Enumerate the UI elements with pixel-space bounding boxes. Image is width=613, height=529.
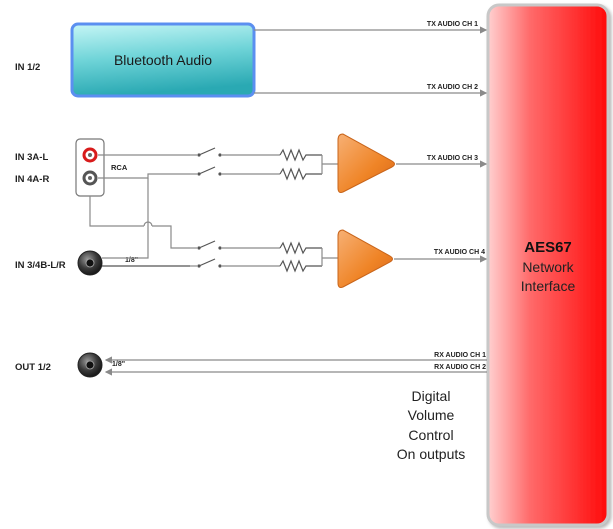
label-in-3a-l: IN 3A-L <box>15 152 48 163</box>
switch-icon <box>190 258 280 268</box>
tx-ch1-label: TX AUDIO CH 1 <box>427 21 478 28</box>
switch-icon <box>190 147 280 157</box>
wire-eighth-to-row2 <box>102 178 149 259</box>
tx-ch2-label: TX AUDIO CH 2 <box>427 84 478 91</box>
network-title: AES67 <box>524 239 572 256</box>
tx-ch4-label: TX AUDIO CH 4 <box>434 249 485 256</box>
resistor-icon <box>279 259 322 273</box>
amplifier-icon <box>337 229 393 288</box>
rca-red-jack-icon <box>82 147 98 163</box>
label-out-1-2: OUT 1/2 <box>15 362 51 373</box>
rca-jack-block <box>75 138 105 197</box>
switch-icon <box>190 166 280 176</box>
output-3.5mm-jack-icon <box>77 352 103 378</box>
wire-rca-to-row3-b <box>152 225 190 249</box>
resistor-icon <box>279 148 322 162</box>
rca-label: RCA <box>111 163 128 172</box>
bluetooth-label: Bluetooth Audio <box>114 52 212 68</box>
label-in-4a-r: IN 4A-R <box>15 174 49 185</box>
note-line4: On outputs <box>397 446 466 462</box>
note-line3: Control <box>408 427 453 443</box>
wire-4a-to-switch-row2 <box>98 173 190 179</box>
bluetooth-block: Bluetooth Audio <box>70 22 256 98</box>
tx-ch3-label: TX AUDIO CH 3 <box>427 155 478 162</box>
network-interface-block: AES67 Network Interface <box>486 3 610 527</box>
network-line3: Interface <box>521 278 576 294</box>
volume-control-note: Digital Volume Control On outputs <box>397 388 466 462</box>
resistor-icon <box>279 241 322 255</box>
label-in-1-2: IN 1/2 <box>15 62 40 73</box>
rca-white-jack-icon <box>82 170 98 186</box>
note-line1: Digital <box>412 388 451 404</box>
output-eighth-label: 1/8" <box>112 361 125 368</box>
input-3.5mm-jack-icon <box>77 250 103 276</box>
input-eighth-label: 1/8" <box>125 257 138 264</box>
note-line2: Volume <box>408 407 455 423</box>
label-in-3-4b: IN 3/4B-L/R <box>15 260 66 271</box>
wire-rca-to-row3 <box>89 196 144 227</box>
resistor-icon <box>279 167 322 181</box>
rx-ch2-label: RX AUDIO CH 2 <box>434 364 486 371</box>
rx-ch1-label: RX AUDIO CH 1 <box>434 352 486 359</box>
network-line2: Network <box>522 259 574 275</box>
amplifier-icon <box>337 133 395 193</box>
switch-icon <box>190 240 280 250</box>
